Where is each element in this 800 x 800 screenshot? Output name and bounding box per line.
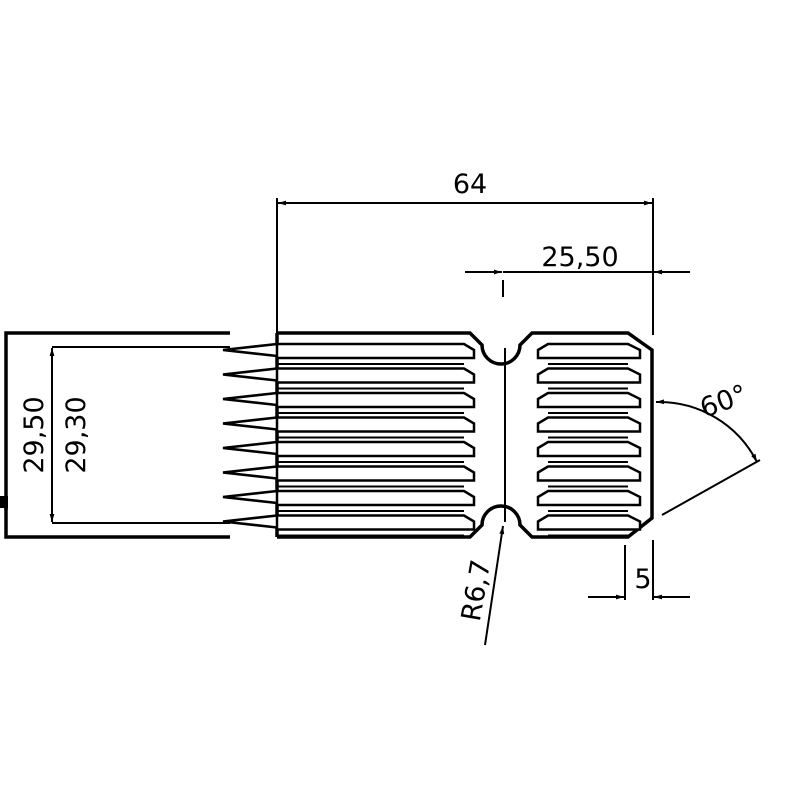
dimension-groove-radius: R6,7 [456,525,505,646]
dimension-right-section: 25,50 [465,242,690,297]
dimension-label: R6,7 [456,557,497,623]
tooth-row [222,416,642,439]
dimension-label: 64 [453,169,487,200]
tooth-row [222,391,642,414]
tooth-row [222,489,642,512]
dimension-chamfer-angle: 60° [655,379,761,516]
tooth-rows [222,342,642,537]
tooth-row [222,465,642,488]
part-left-outline [0,331,230,539]
tooth-row [222,367,642,390]
dimension-diameter: 29,50 29,30 [19,348,92,522]
dimension-label: 5 [634,564,651,595]
dimension-label: 29,50 [19,396,50,473]
dimension-label: 60° [696,379,752,424]
dimension-label: 25,50 [541,242,618,273]
tooth-row [222,342,642,365]
tooth-row [222,514,642,537]
dimension-label: 29,30 [61,396,92,473]
dimension-chamfer-length: 5 [588,540,690,600]
tooth-row [222,440,642,463]
